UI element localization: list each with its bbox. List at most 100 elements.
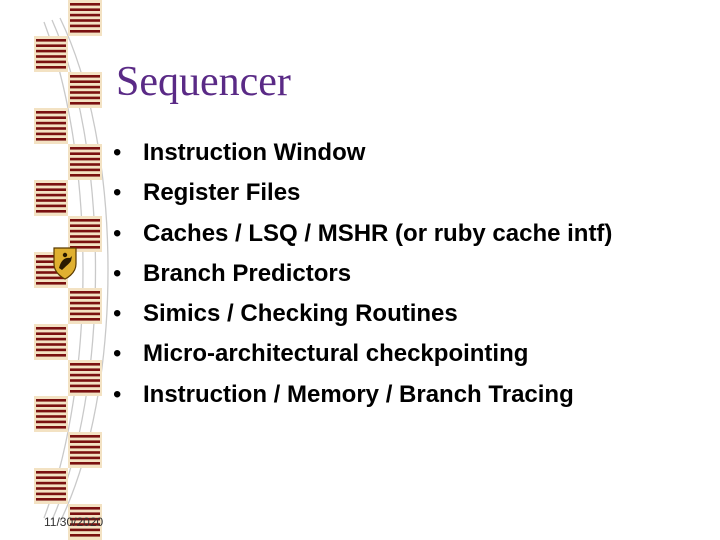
stripe-line <box>70 296 100 299</box>
stripe-line <box>36 271 66 274</box>
stripe-line <box>70 373 100 377</box>
stripe-line <box>36 121 66 125</box>
stripe-line <box>36 188 66 191</box>
stripe-line <box>36 210 66 213</box>
stripe-line <box>36 199 66 202</box>
stripe-line <box>70 528 100 532</box>
stripe-line <box>36 498 66 501</box>
bullet-text: Micro-architectural checkpointing <box>143 340 529 368</box>
stripe-line <box>36 420 66 424</box>
bullet-item: • Instruction Window <box>113 136 713 176</box>
stripe-line <box>70 379 100 382</box>
stripe-line <box>70 507 100 510</box>
stripe-line <box>36 282 66 285</box>
stripe-line <box>70 91 100 94</box>
bullet-dot: • <box>113 380 122 408</box>
stripe-line <box>70 13 100 17</box>
bullet-text: Branch Predictors <box>143 259 352 287</box>
stripe-line <box>70 307 100 310</box>
stripe-line <box>70 19 100 22</box>
stripe-line <box>36 481 66 485</box>
stripe-line <box>36 404 66 407</box>
stripe-line <box>36 204 66 208</box>
stripe-line <box>70 24 100 28</box>
bullet-text: Instruction / Memory / Branch Tracing <box>143 380 574 408</box>
stripe-line <box>36 260 66 263</box>
bullet-text: Instruction Window <box>143 139 366 166</box>
stripe-line <box>70 318 100 321</box>
stripe-line <box>36 55 66 58</box>
bullet-dot: • <box>113 179 122 207</box>
stripe-line <box>70 96 100 100</box>
stripe-line <box>36 476 66 479</box>
stripe-line <box>70 102 100 105</box>
slide-date: 11/30/2020 <box>44 515 104 529</box>
stripe-line <box>70 390 100 393</box>
stripe-line <box>70 224 100 227</box>
stripe-line <box>70 174 100 177</box>
stripe-line <box>70 246 100 249</box>
stripe-line <box>36 348 66 352</box>
stripe-line <box>36 327 66 330</box>
stripe-line <box>36 343 66 346</box>
stripe-line <box>70 229 100 233</box>
stripe-line <box>70 157 100 161</box>
stripe-line <box>36 409 66 413</box>
stripe-line <box>70 440 100 443</box>
stripe-line <box>36 265 66 269</box>
bullet-item: • Simics / Checking Routines <box>113 297 713 337</box>
stripe-line <box>70 147 100 150</box>
stripe-line <box>36 44 66 47</box>
stripe-line <box>36 255 66 258</box>
bullet-dot: • <box>113 300 122 328</box>
stripe-line <box>36 116 66 119</box>
stripe-line <box>70 384 100 388</box>
stripe-line <box>36 49 66 53</box>
bullet-text: Simics / Checking Routines <box>143 300 458 328</box>
stripe-line <box>36 354 66 357</box>
stripe-line <box>36 127 66 130</box>
stripe-line <box>70 240 100 244</box>
bullet-dot: • <box>113 219 122 247</box>
bullet-item: • Instruction / Memory / Branch Tracing <box>113 378 713 418</box>
stripe-line <box>36 138 66 141</box>
stripe-line <box>70 80 100 83</box>
stripe-line <box>36 276 66 280</box>
stripe-line <box>36 332 66 335</box>
stripe-line <box>36 487 66 490</box>
stripe-line <box>70 435 100 438</box>
bullet-item: • Caches / LSQ / MSHR (or ruby cache intf… <box>113 217 713 257</box>
stripe-line <box>36 132 66 136</box>
stripe-line <box>70 30 100 33</box>
stripe-line <box>70 312 100 316</box>
stripe-line <box>36 66 66 69</box>
stripe-line <box>70 363 100 366</box>
shield-crest-icon <box>53 247 77 280</box>
stripe-line <box>70 3 100 6</box>
bullet-dot: • <box>113 259 122 287</box>
bullet-dot: • <box>113 139 122 166</box>
bullet-item: •Micro-architectural checkpointing <box>113 337 713 377</box>
bullet-list: • Instruction Window • Register Files • Cac… <box>113 136 713 418</box>
bullet-text: Register Files <box>143 179 301 207</box>
stripe-line <box>70 456 100 460</box>
striped-block-column <box>34 0 102 540</box>
stripe-line <box>36 492 66 496</box>
stripe-line <box>70 534 100 537</box>
stripe-line <box>36 426 66 429</box>
stripe-line <box>70 219 100 222</box>
stripe-line <box>70 235 100 238</box>
stripe-line <box>36 39 66 42</box>
bullet-item: • Register Files <box>113 176 713 216</box>
stripe-line <box>70 152 100 155</box>
stripe-line <box>70 517 100 521</box>
stripe-line <box>70 75 100 78</box>
stripe-line <box>36 471 66 474</box>
stripe-line <box>70 301 100 305</box>
stripe-line <box>70 8 100 11</box>
bullet-text: Caches / LSQ / MSHR (or ruby cache intf) <box>143 219 613 247</box>
slide-title: Sequencer <box>116 59 291 105</box>
stripe-line <box>36 337 66 341</box>
stripe-line <box>36 111 66 114</box>
